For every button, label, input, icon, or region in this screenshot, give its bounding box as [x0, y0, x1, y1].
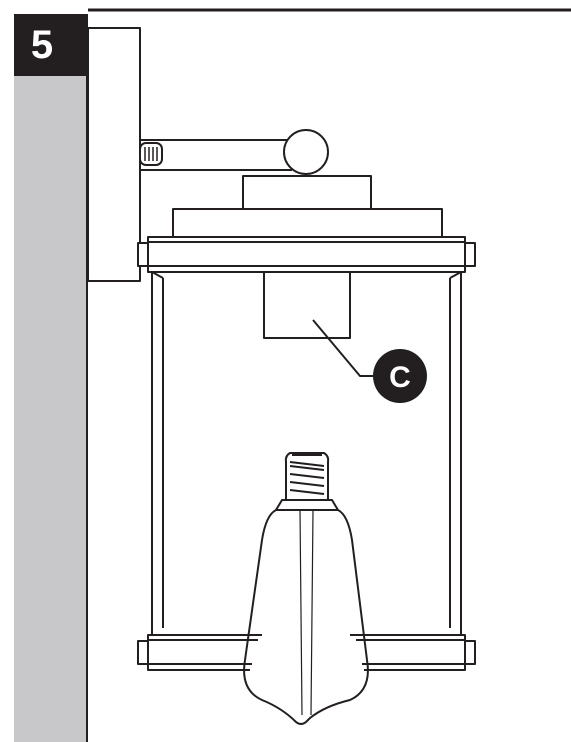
callout-c-label: C	[389, 361, 411, 394]
step-number: 5	[30, 22, 54, 67]
callout-c-badge: C	[373, 349, 427, 403]
lantern-roof	[172, 208, 443, 238]
wall-surface	[14, 76, 88, 742]
light-bulb-icon	[243, 452, 369, 725]
lantern-top-cap	[242, 175, 372, 210]
callout-leader-line	[312, 319, 376, 377]
lantern-side-posts	[151, 271, 462, 635]
bottom-frame-band-front	[148, 634, 465, 671]
top-frame-band	[137, 236, 476, 273]
arm-knob	[283, 129, 329, 175]
step-number-badge: 5	[14, 14, 88, 76]
wall-mounting-plate	[87, 27, 141, 282]
bulb-socket	[263, 271, 351, 339]
arm-screw-icon	[139, 142, 163, 166]
mounting-arm	[139, 129, 329, 175]
